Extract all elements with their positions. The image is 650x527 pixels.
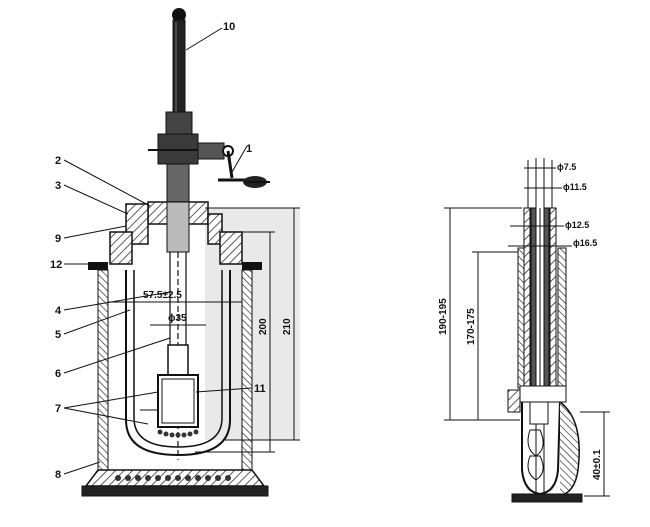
dim-inner-diameter: 57.5±2.5	[108, 290, 242, 303]
basket	[140, 344, 199, 438]
part-label-3: 3	[55, 180, 61, 192]
diameter-label-16-5: ϕ16.5	[573, 238, 597, 248]
part-label-9: 9	[55, 233, 61, 245]
mid-tube-right	[549, 207, 557, 389]
part-label-5: 5	[55, 329, 61, 341]
outer-vessel	[81, 262, 269, 497]
tube-length-label: 170-175	[466, 308, 477, 345]
tube-tip	[511, 401, 583, 503]
crank-handle	[218, 150, 270, 188]
diameter-label-12-5: ϕ12.5	[565, 220, 589, 230]
leader-lines	[63, 27, 253, 475]
part-label-1: 1	[246, 143, 252, 155]
inner-tube-left	[530, 207, 537, 389]
height-outer-label: 210	[282, 318, 293, 335]
diameter-labels: ϕ7.5 ϕ11.5 ϕ12.5 ϕ16.5	[557, 162, 597, 248]
height-inner-label: 200	[258, 318, 269, 335]
part-labels: 10 1 2 3 9 12 4 5 6 7 11 8	[50, 21, 266, 481]
lid	[109, 201, 243, 265]
dim-basket-diameter: ϕ35	[150, 313, 206, 326]
part-label-8: 8	[55, 469, 61, 481]
tube-section: ϕ7.5 ϕ11.5 ϕ12.5 ϕ16.5 190-195 170-175 4…	[438, 158, 610, 503]
tip-length-label: 40±0.1	[592, 449, 603, 480]
part-label-11: 11	[254, 383, 266, 395]
drive-head	[148, 111, 234, 165]
apparatus-assembly: 57.5±2.5 ϕ35 200 210	[50, 8, 300, 497]
inner-tube-right	[543, 207, 550, 389]
vertical-dim-labels: 190-195 170-175 40±0.1	[438, 298, 603, 480]
part-label-6: 6	[55, 368, 61, 380]
mid-tube-left	[523, 207, 531, 389]
overall-length-label: 190-195	[438, 298, 449, 335]
stirrer-rod	[172, 8, 186, 116]
dim-heights: 200 210	[195, 207, 300, 453]
part-label-2: 2	[55, 155, 61, 167]
part-label-4: 4	[55, 305, 62, 317]
part-label-12: 12	[50, 259, 62, 271]
shaft	[166, 163, 190, 203]
part-label-7: 7	[55, 403, 61, 415]
diameter-label-11-5: ϕ11.5	[563, 182, 587, 192]
inner-diameter-label: 57.5±2.5	[143, 290, 182, 301]
vertical-dims	[444, 207, 610, 497]
diameter-leaders	[508, 160, 572, 247]
part-label-10: 10	[223, 21, 235, 33]
diameter-label-7-5: ϕ7.5	[557, 162, 576, 172]
basket-diameter-label: ϕ35	[168, 313, 187, 324]
outer-shell-right	[557, 247, 567, 389]
